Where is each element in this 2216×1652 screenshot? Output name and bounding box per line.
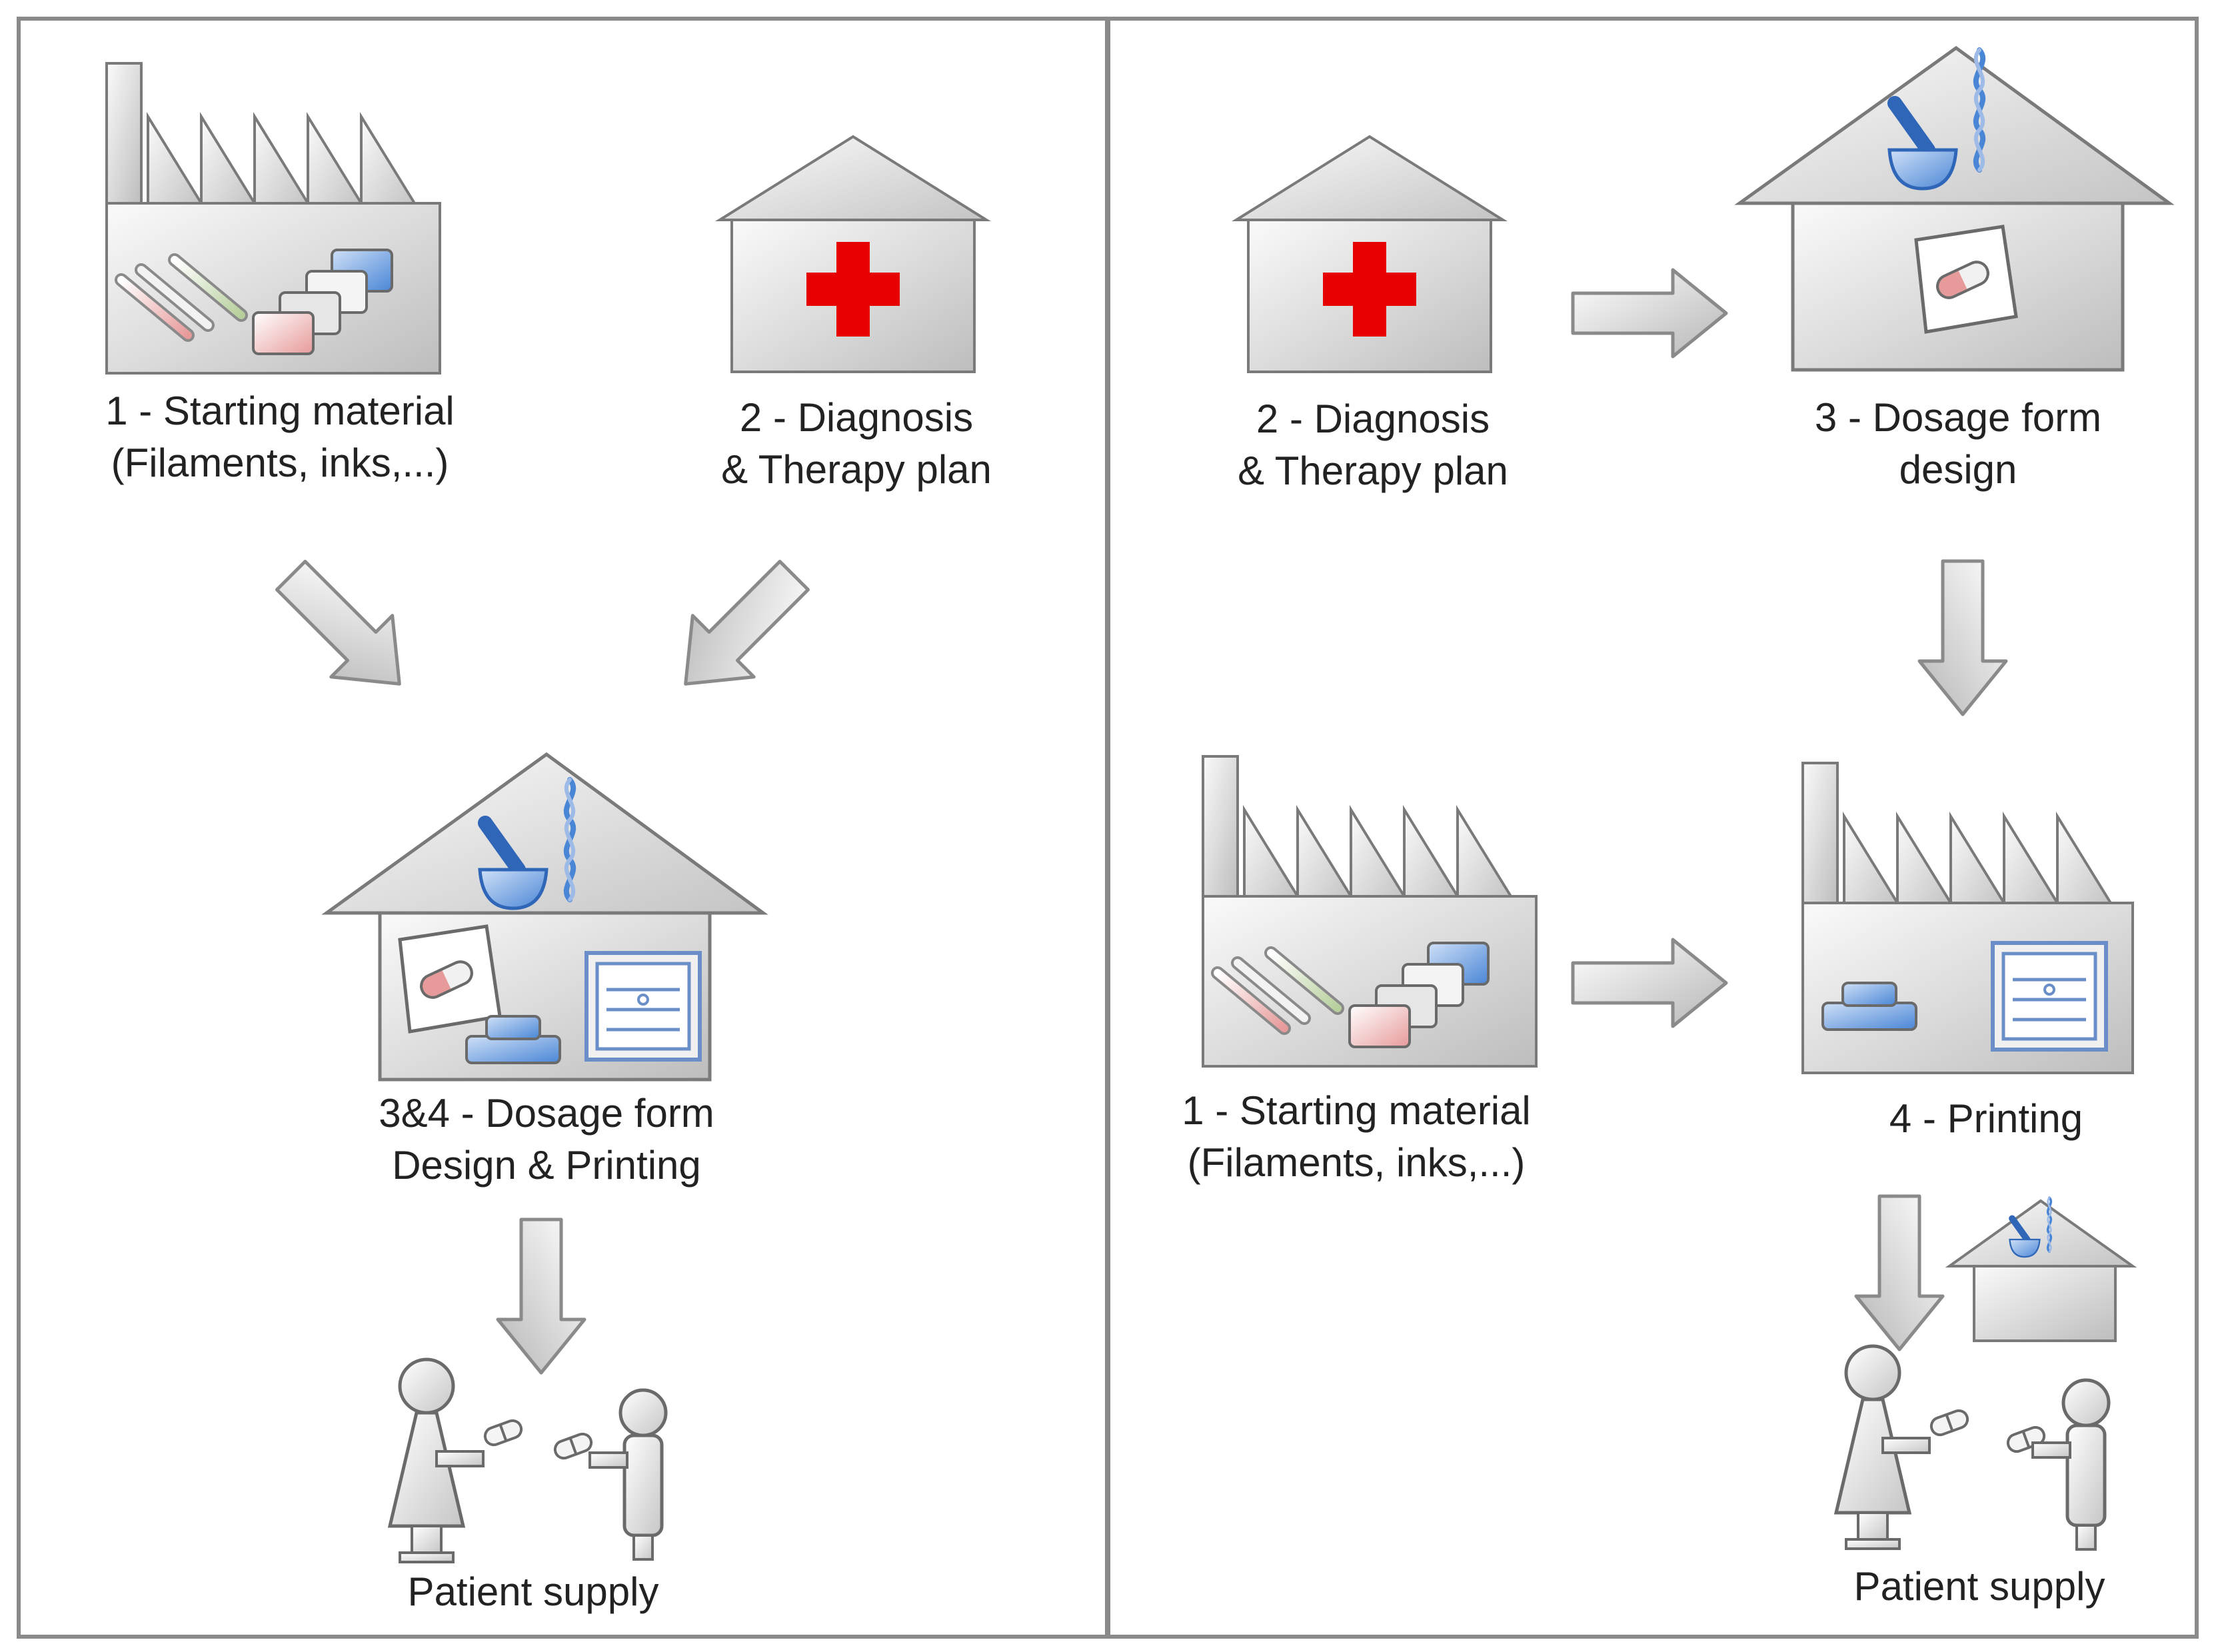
left-design-printing-label: 3&4 - Dosage form Design & Printing xyxy=(379,1091,714,1188)
left-starting-material-label: 1 - Starting material (Filaments, inks,.… xyxy=(105,389,455,485)
left-patient-supply-label: Patient supply xyxy=(407,1569,659,1614)
right-printer-icon xyxy=(1993,943,2106,1050)
left-printer-icon xyxy=(586,953,700,1060)
left-paper-capsule-icon xyxy=(400,926,500,1032)
right-patient-supply-label: Patient supply xyxy=(1853,1564,2105,1609)
right-helix-icon xyxy=(1976,50,1983,170)
right-paper-capsule-icon xyxy=(1916,227,2016,332)
right-design-house-icon xyxy=(1734,45,2175,372)
right-small-house-icon xyxy=(1945,1199,2137,1342)
left-diagnosis-label: 2 - Diagnosis & Therapy plan xyxy=(721,395,992,492)
right-printing-label: 4 - Printing xyxy=(1889,1096,2083,1141)
left-helix-icon xyxy=(566,780,573,900)
right-small-helix-icon xyxy=(2046,1196,2053,1253)
right-dosage-design-label: 3 - Dosage form design xyxy=(1814,395,2102,492)
right-diagnosis-label: 2 - Diagnosis & Therapy plan xyxy=(1238,397,1508,493)
right-starting-material-label: 1 - Starting material (Filaments, inks,.… xyxy=(1182,1088,1531,1185)
